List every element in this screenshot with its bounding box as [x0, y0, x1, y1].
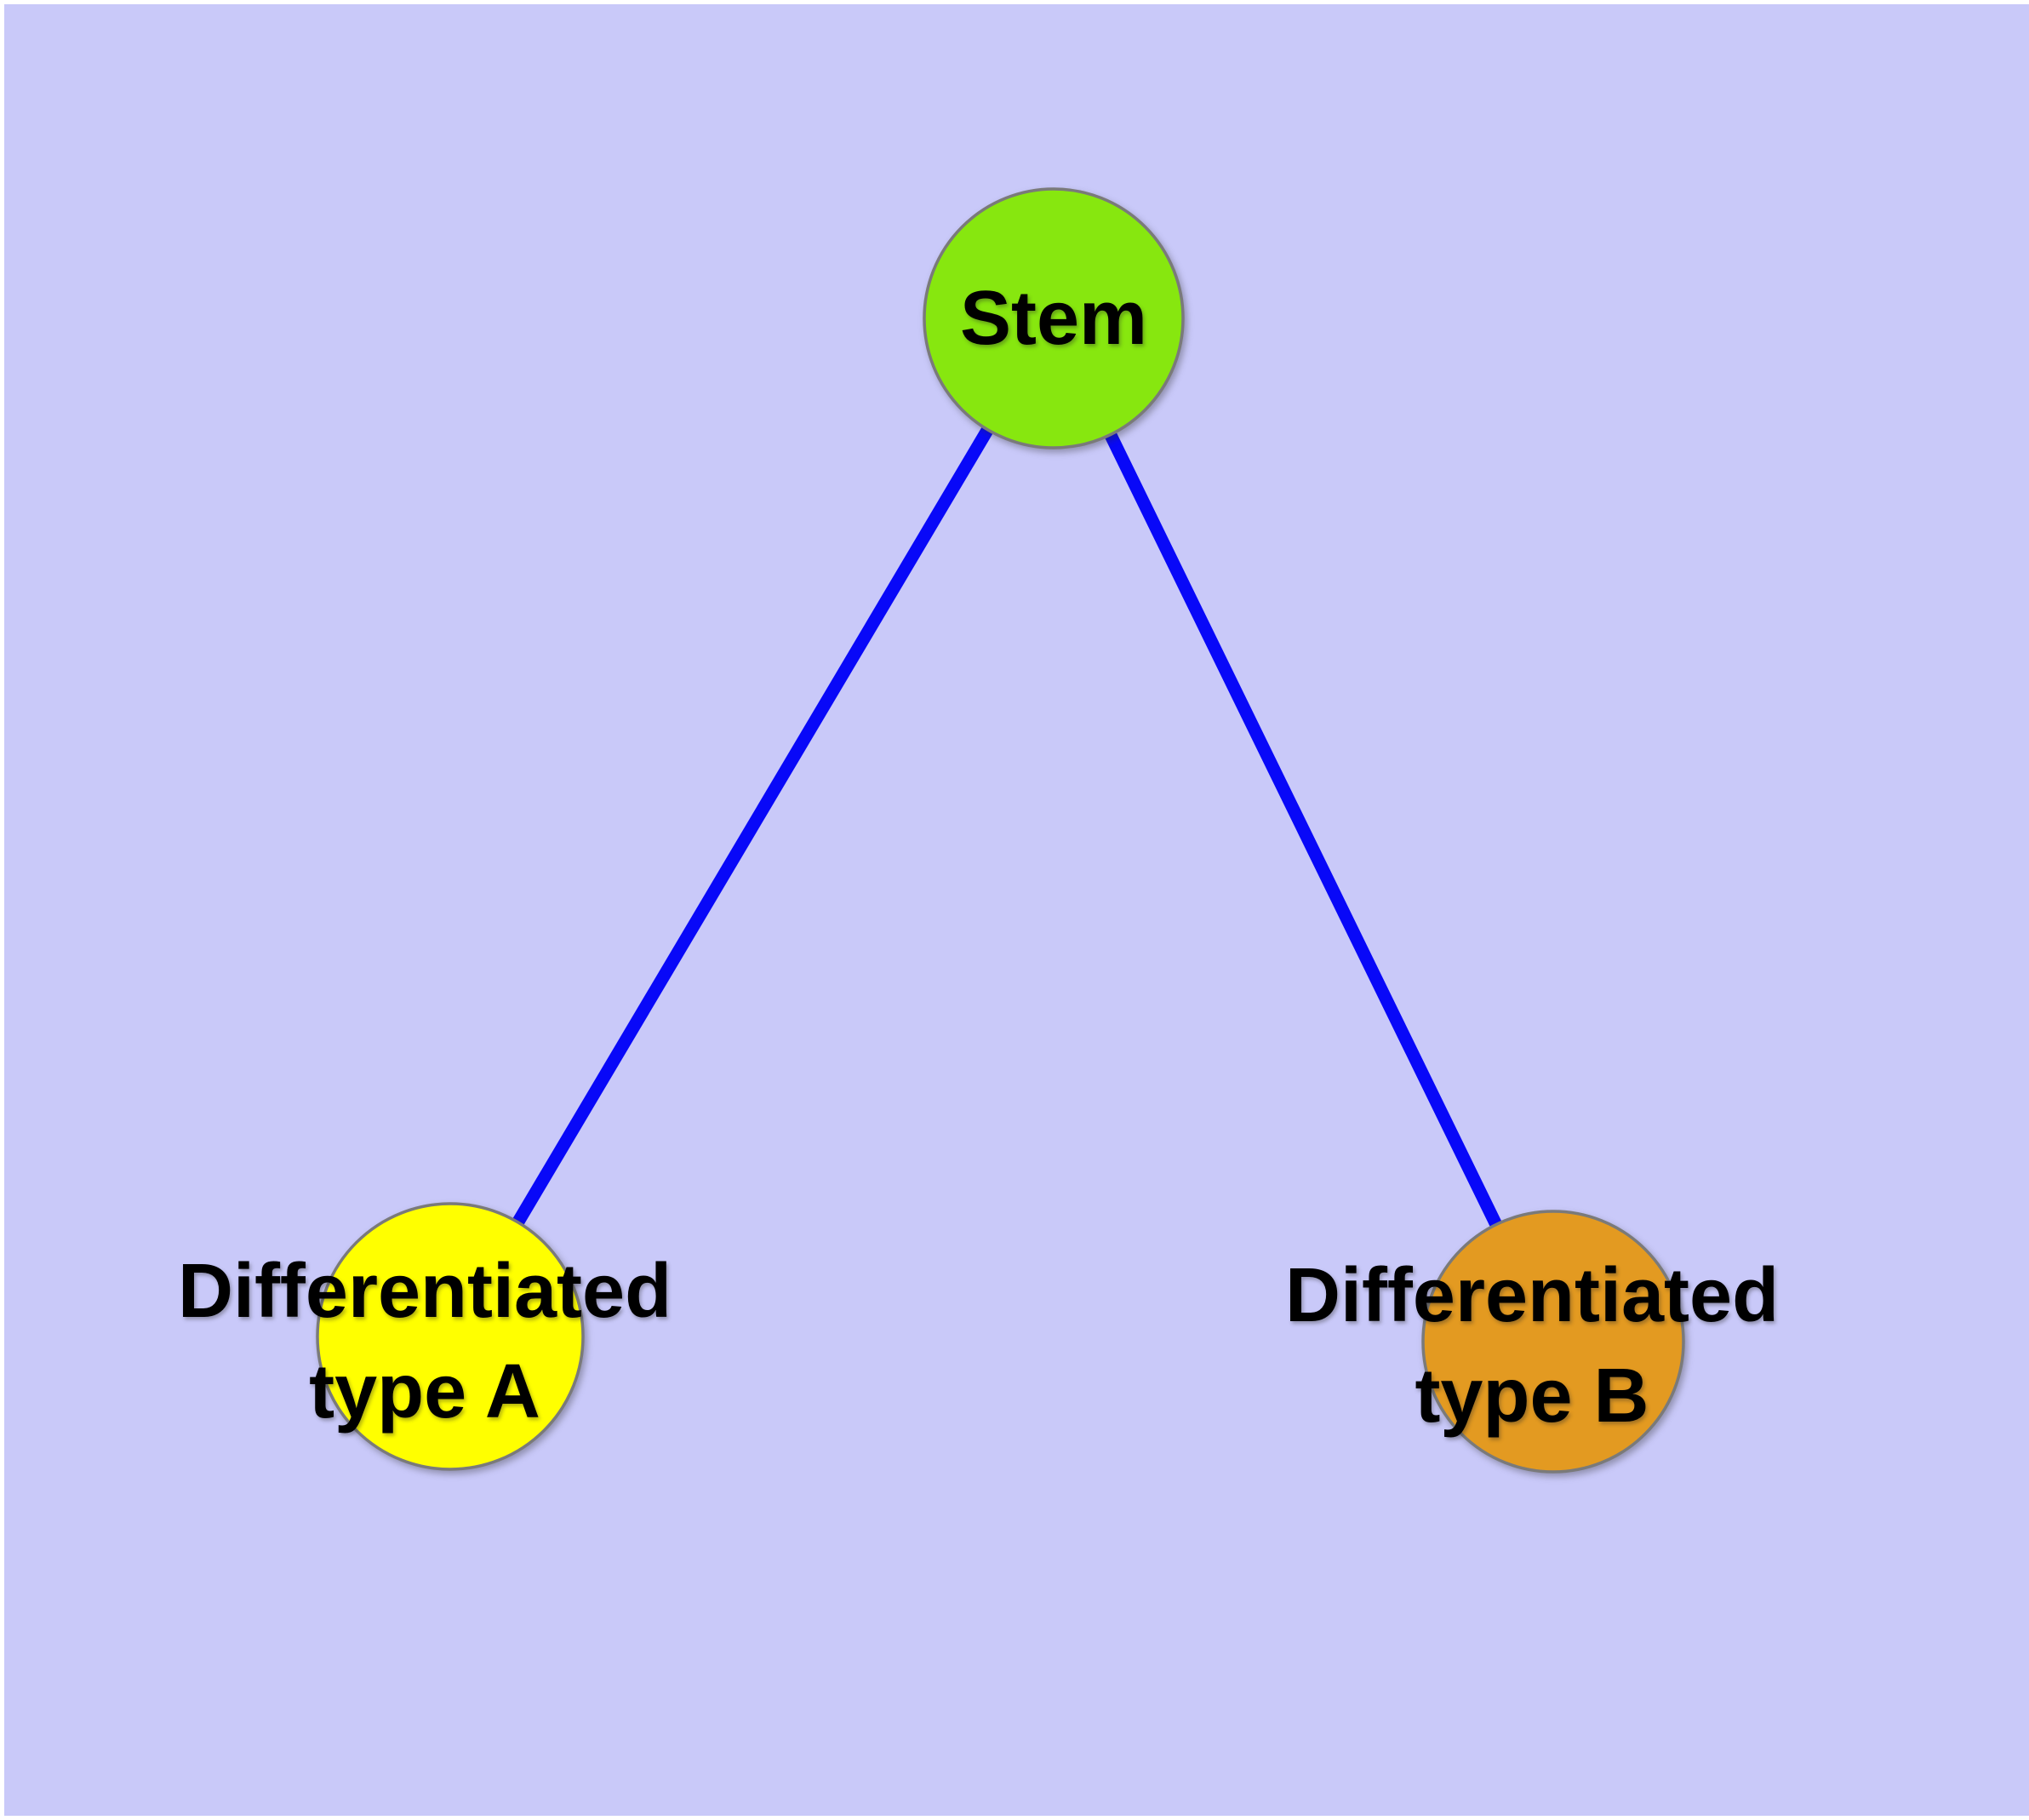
node-differentiated-type-b[interactable] — [1421, 1210, 1685, 1474]
edge-stem-to-type-b[interactable] — [1048, 315, 1559, 1345]
node-differentiated-type-a[interactable] — [316, 1202, 585, 1471]
node-stem[interactable] — [923, 187, 1185, 449]
edge-stem-to-type-a[interactable] — [444, 315, 1060, 1340]
